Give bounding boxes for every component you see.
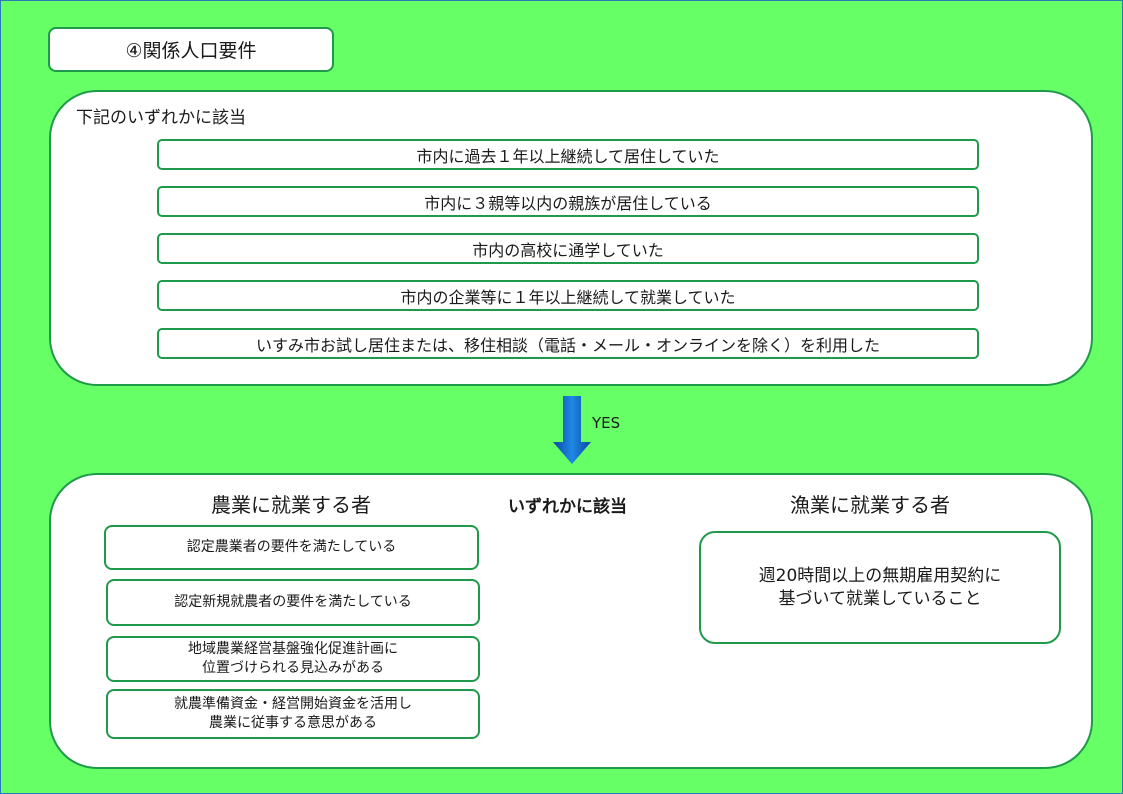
- fishery-title: 漁業に就業する者: [790, 493, 950, 517]
- criterion-line: 認定新規就農者の要件を満たしている: [174, 594, 412, 611]
- agriculture-title: 農業に就業する者: [211, 493, 371, 517]
- agriculture-criterion: 認定農業者の要件を満たしている: [104, 525, 479, 570]
- criterion-line: 農業に従事する意思がある: [209, 715, 377, 731]
- slide-title: ④関係人口要件: [48, 27, 334, 72]
- criterion-line: 就農準備資金・経営開始資金を活用し: [174, 696, 412, 713]
- slide-title-text: ④関係人口要件: [125, 40, 257, 62]
- agriculture-criterion: 認定新規就農者の要件を満たしている: [106, 579, 480, 626]
- agriculture-criterion: 地域農業経営基盤強化促進計画に 位置づけられる見込みがある: [106, 636, 480, 682]
- criterion-line: 地域農業経営基盤強化促進計画に: [188, 641, 398, 658]
- requirement-box: 市内の高校に通学していた: [157, 233, 979, 264]
- yes-label: YES: [592, 414, 621, 432]
- criterion-line: 位置づけられる見込みがある: [202, 660, 384, 676]
- requirement-box: 市内の企業等に１年以上継続して就業していた: [157, 280, 979, 311]
- criterion-line: 認定農業者の要件を満たしている: [186, 539, 397, 556]
- requirements-heading: 下記のいずれかに該当: [76, 108, 246, 128]
- fishery-criterion: 週20時間以上の無期雇用契約に 基づいて就業していること: [699, 531, 1061, 644]
- requirement-box: 市内に過去１年以上継続して居住していた: [157, 139, 979, 170]
- fishery-line: 基づいて就業していること: [778, 588, 982, 609]
- requirement-text: 市内に３親等以内の親族が居住している: [424, 193, 712, 213]
- requirement-text: 市内の企業等に１年以上継続して就業していた: [400, 287, 736, 307]
- requirement-text: 市内の高校に通学していた: [472, 240, 664, 260]
- agriculture-criterion: 就農準備資金・経営開始資金を活用し 農業に従事する意思がある: [106, 689, 480, 739]
- requirement-text: いすみ市お試し居住または、移住相談（電話・メール・オンラインを除く）を利用した: [255, 335, 880, 355]
- requirement-text: 市内に過去１年以上継続して居住していた: [416, 146, 720, 166]
- either-applies-label: いずれかに該当: [508, 497, 627, 517]
- fishery-line: 週20時間以上の無期雇用契約に: [758, 565, 1002, 586]
- requirement-box: 市内に３親等以内の親族が居住している: [157, 186, 979, 217]
- down-arrow-icon: [553, 396, 591, 464]
- requirement-box: いすみ市お試し居住または、移住相談（電話・メール・オンラインを除く）を利用した: [157, 328, 979, 359]
